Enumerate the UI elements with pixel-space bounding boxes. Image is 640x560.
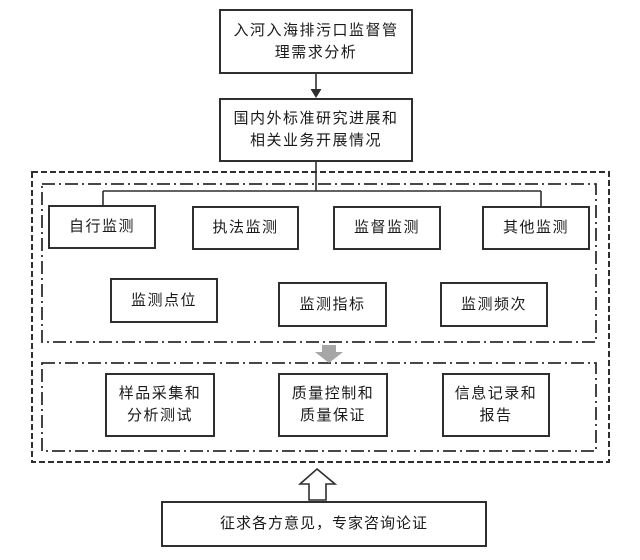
down-arrowhead-icon	[310, 89, 322, 98]
monitoring-points-box: 监测点位	[110, 278, 218, 323]
up-block-arrow-icon	[297, 467, 338, 501]
law-enforcement-monitoring-box: 执法监测	[192, 206, 299, 250]
standards-research-box: 国内外标准研究进展和 相关业务开展情况	[219, 98, 413, 162]
info-record-report-box: 信息记录和 报告	[442, 373, 550, 437]
inner-dashdot-container-monitoring	[41, 183, 597, 343]
demand-analysis-line1: 入河入海排污口监督管	[233, 22, 399, 39]
supervision-monitoring-label: 监督监测	[353, 220, 420, 236]
standards-research-line1: 国内外标准研究进展和	[233, 111, 399, 127]
sample-collection-line2: 分析测试	[126, 408, 193, 424]
outer-dashed-container	[31, 171, 610, 463]
other-monitoring-box: 其他监测	[482, 206, 590, 250]
demand-analysis-box: 入河入海排污口监督管 理需求分析	[219, 9, 413, 74]
sample-collection-box: 样品采集和 分析测试	[105, 373, 215, 437]
standards-research-line2: 相关业务开展情况	[249, 133, 382, 149]
monitoring-indicators-label: 监测指标	[299, 296, 366, 313]
inner-dashdot-container-quality	[41, 362, 597, 452]
gray-down-block-arrow-icon	[315, 345, 343, 363]
supervision-monitoring-box: 监督监测	[333, 206, 441, 250]
info-record-report-line1: 信息记录和	[454, 386, 538, 402]
demand-analysis-line2: 理需求分析	[274, 44, 358, 61]
monitoring-frequency-label: 监测频次	[460, 296, 527, 313]
info-record-report-line2: 报告	[479, 408, 513, 424]
monitoring-points-label: 监测点位	[130, 292, 197, 309]
consultation-label: 征求各方意见，专家咨询论证	[219, 516, 428, 532]
sample-collection-line1: 样品采集和	[118, 386, 202, 402]
quality-control-line1: 质量控制和	[291, 386, 375, 402]
monitoring-frequency-box: 监测频次	[440, 282, 548, 327]
other-monitoring-label: 其他监测	[502, 220, 569, 236]
consultation-box: 征求各方意见，专家咨询论证	[161, 501, 487, 547]
self-monitoring-label: 自行监测	[68, 219, 135, 235]
standards-to-monitoring-connector	[102, 162, 542, 206]
law-enforcement-monitoring-label: 执法监测	[212, 220, 279, 236]
monitoring-indicators-box: 监测指标	[278, 282, 387, 327]
quality-control-box: 质量控制和 质量保证	[278, 373, 388, 437]
quality-control-line2: 质量保证	[299, 408, 366, 424]
self-monitoring-box: 自行监测	[48, 205, 156, 249]
